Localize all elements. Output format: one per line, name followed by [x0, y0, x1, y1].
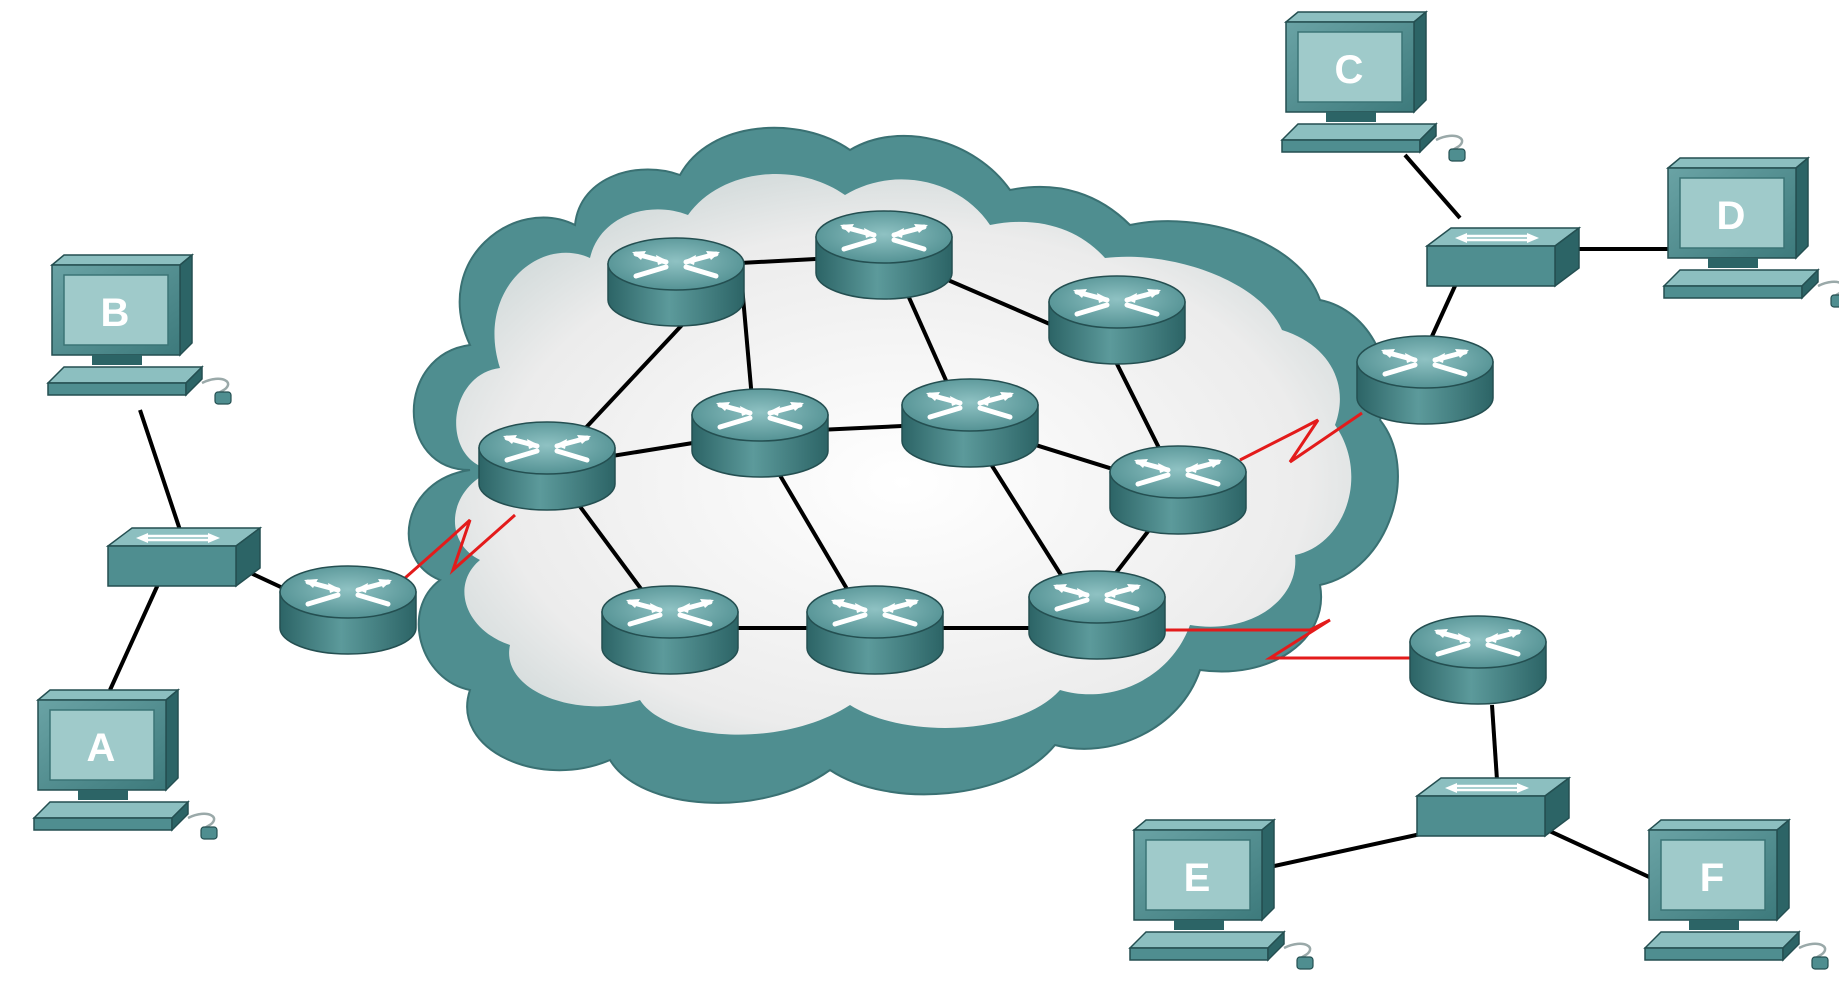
router-icon[interactable]	[608, 238, 744, 326]
serial-link-right	[1239, 411, 1363, 464]
host-C[interactable]: C	[1280, 10, 1467, 163]
router-icon[interactable]	[1029, 571, 1165, 659]
computer-icon[interactable]	[46, 253, 233, 406]
router-icon[interactable]	[1110, 446, 1246, 534]
router-icon[interactable]	[1049, 276, 1185, 364]
link-A-switch1	[108, 579, 162, 691]
host-A[interactable]: A	[32, 688, 219, 841]
host-label: D	[1717, 194, 1746, 238]
serial-link-left	[404, 513, 516, 580]
computer-icon[interactable]	[1128, 818, 1315, 971]
host-F[interactable]: F	[1643, 818, 1830, 971]
computer-icon[interactable]	[1643, 818, 1830, 971]
host-label: B	[101, 291, 130, 335]
link-switch3-E	[1264, 830, 1431, 870]
serial-link-bottom	[1160, 618, 1420, 660]
router-icon[interactable]	[602, 586, 738, 674]
host-E[interactable]: E	[1128, 818, 1315, 971]
router-icon[interactable]	[816, 211, 952, 299]
link-B-switch1	[138, 409, 182, 531]
host-B[interactable]: B	[46, 253, 233, 406]
computer-icon[interactable]	[32, 688, 219, 841]
computer-icon[interactable]	[1280, 10, 1467, 163]
host-label: A	[87, 726, 116, 770]
switch-icon[interactable]	[1415, 776, 1571, 838]
link-rbottom-switch3	[1490, 704, 1499, 781]
host-label: C	[1335, 48, 1364, 92]
router-icon[interactable]	[902, 379, 1038, 467]
router-icon[interactable]	[479, 422, 615, 510]
switch-icon[interactable]	[106, 526, 262, 588]
link-C-switch2	[1403, 153, 1462, 220]
host-label: F	[1700, 856, 1724, 900]
router-icon[interactable]	[692, 389, 828, 477]
router-icon[interactable]	[807, 586, 943, 674]
router-icon[interactable]	[280, 566, 416, 654]
serial-links	[404, 411, 1420, 660]
link-switch3-F	[1529, 820, 1661, 884]
switch-icon[interactable]	[1425, 226, 1581, 288]
host-D[interactable]: D	[1662, 156, 1839, 309]
computer-icon[interactable]	[1662, 156, 1839, 309]
host-label: E	[1184, 856, 1211, 900]
router-icon[interactable]	[1410, 616, 1546, 704]
router-icon[interactable]	[1357, 336, 1493, 424]
